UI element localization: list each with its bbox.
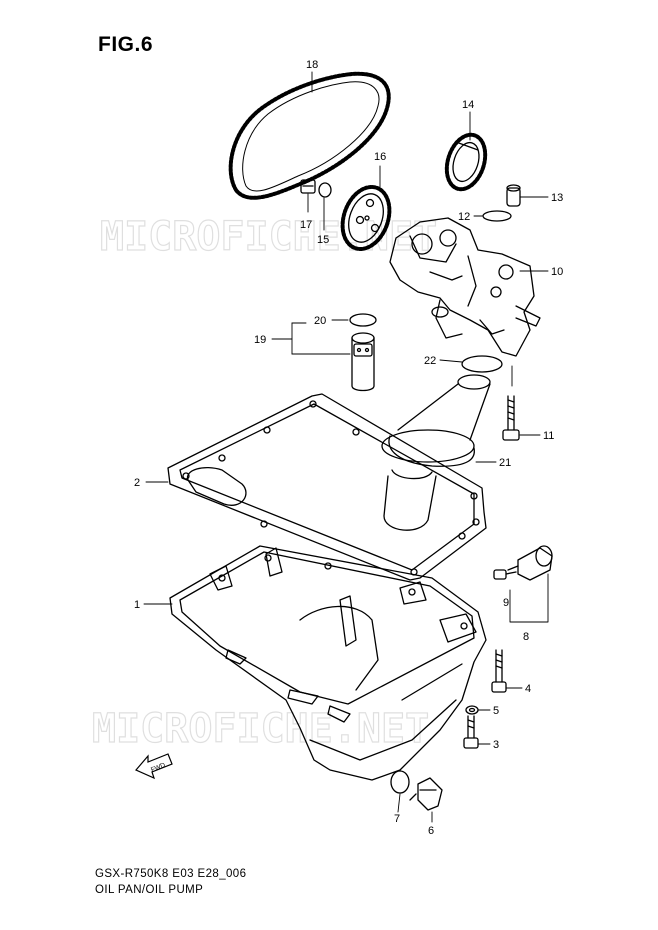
callout-11: 11 [543,430,554,442]
callout-17: 17 [300,219,312,231]
oil-pan-bolt [463,715,479,749]
figure-caption: OIL PAN/OIL PUMP [95,884,204,896]
watermark-text-bottom: MICROFICHE.NET [92,706,429,752]
callout-12: 12 [458,211,470,223]
callout-9: 9 [503,597,509,609]
washer-small [318,182,332,198]
watermark-bottom: MICROFICHE.NET [91,705,429,752]
washer [465,705,479,715]
callout-19: 19 [254,334,266,346]
callout-8: 8 [523,631,529,643]
dowel-pin [506,184,521,207]
sprocket-bolt [300,179,316,194]
callout-15: 15 [317,234,329,246]
callout-3: 3 [493,739,499,751]
callout-4: 4 [525,683,531,695]
pipe-o-ring [349,313,377,327]
callout-7: 7 [394,813,400,825]
callout-21: 21 [499,457,511,469]
oil-pump-bolt [502,395,520,441]
callout-labels: 18 14 16 13 17 12 15 10 20 19 22 11 21 2… [134,59,563,837]
oil-pump-drive-chain [228,71,391,200]
callout-10: 10 [551,266,563,278]
oil-pump [389,217,541,357]
figure-title: FIG.6 [98,33,154,56]
forward-direction-arrow: FWD [135,753,173,780]
callout-16: 16 [374,151,386,163]
drain-plug [409,777,443,811]
o-ring [482,210,512,222]
callout-6: 6 [428,825,434,837]
model-code: GSX-R750K8 E03 E28_006 [95,868,247,880]
callout-20: 20 [314,315,326,327]
oil-strainer [381,374,491,531]
callout-13: 13 [551,192,563,204]
oil-pump-sprocket [340,185,392,251]
callout-18: 18 [306,59,318,71]
oil-pressure-switch [507,545,553,581]
oil-pan [169,545,487,781]
leader-lines [143,71,549,823]
callout-14: 14 [462,99,474,111]
oil-pan-bolt-long [491,649,507,693]
switch-bolt [493,569,517,580]
pump-drive-sprocket [444,132,488,192]
callout-22: 22 [424,355,436,367]
drain-plug-gasket [390,770,410,794]
pipe-assembly [351,332,375,392]
callout-5: 5 [493,705,499,717]
strainer-o-ring [461,355,503,373]
callout-1: 1 [134,599,140,611]
callout-2: 2 [134,477,140,489]
oil-pan-gasket [167,393,487,581]
